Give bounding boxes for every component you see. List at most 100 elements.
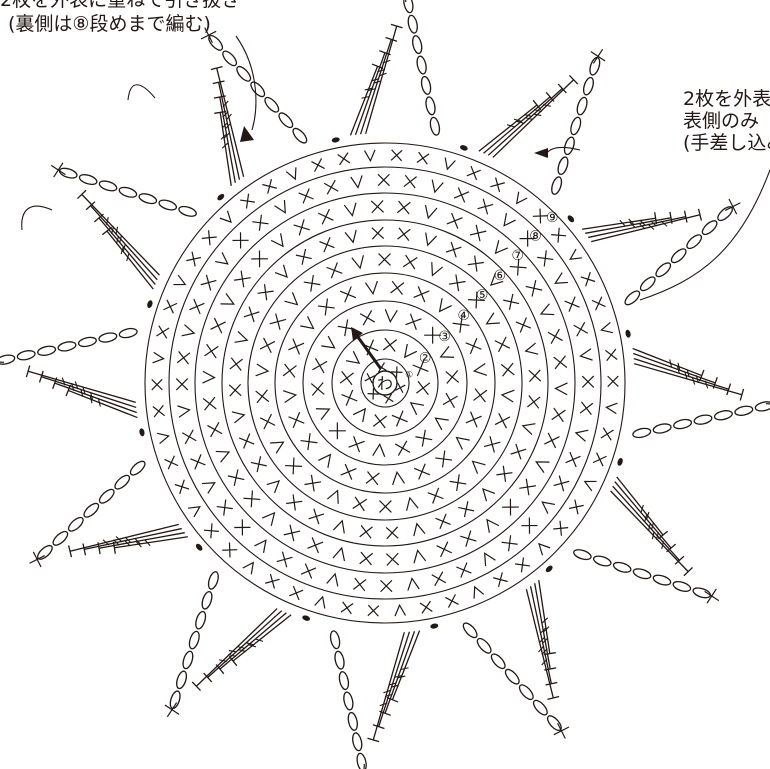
double-crochet-stitch bbox=[534, 583, 551, 670]
yarn-over-tick bbox=[647, 522, 651, 531]
double-crochet-stitch bbox=[585, 217, 672, 234]
assembly-leader-line bbox=[639, 169, 770, 301]
increase-mark bbox=[284, 292, 299, 306]
single-crochet-mark bbox=[228, 383, 242, 397]
stitch-top-bar bbox=[203, 672, 213, 683]
yarn-over-tick bbox=[640, 504, 644, 513]
stitch-top-bar bbox=[371, 63, 384, 70]
magic-ring bbox=[372, 370, 398, 396]
single-crochet-mark bbox=[521, 517, 538, 534]
single-crochet-mark bbox=[283, 524, 301, 542]
single-crochet-mark bbox=[250, 456, 267, 473]
single-crochet-mark bbox=[460, 530, 477, 547]
increase-mark bbox=[315, 408, 331, 420]
increase-mark bbox=[314, 595, 326, 609]
single-crochet-mark bbox=[493, 572, 508, 588]
double-crochet-stitch bbox=[538, 580, 551, 654]
increase-mark bbox=[261, 511, 276, 526]
yarn-over-tick bbox=[379, 702, 388, 707]
direction-arrow-curve bbox=[21, 205, 53, 231]
chain-stitch bbox=[518, 684, 534, 701]
single-crochet-mark bbox=[565, 451, 581, 468]
single-crochet-mark bbox=[765, 403, 770, 406]
yarn-over-tick bbox=[367, 88, 376, 92]
yarn-over-tick bbox=[383, 689, 392, 694]
yarn-over-tick bbox=[219, 659, 228, 662]
single-crochet-mark bbox=[371, 226, 385, 240]
single-crochet-mark bbox=[382, 337, 398, 352]
increase-mark bbox=[394, 603, 407, 617]
double-crochet-stitch bbox=[359, 39, 392, 135]
yarn-over-tick bbox=[373, 80, 382, 84]
stitch-top-bar bbox=[228, 655, 238, 667]
increase-mark bbox=[318, 453, 332, 468]
single-crochet-mark bbox=[403, 174, 417, 189]
chain-stitch bbox=[592, 555, 612, 567]
increase-mark bbox=[574, 429, 589, 442]
single-crochet-mark bbox=[532, 208, 548, 224]
increase-mark bbox=[473, 585, 485, 599]
single-crochet-mark bbox=[222, 542, 238, 558]
double-crochet-stitch bbox=[365, 25, 398, 134]
single-crochet-mark bbox=[326, 262, 343, 279]
single-crochet-mark bbox=[232, 232, 249, 249]
direction-arrow-curve bbox=[127, 84, 156, 101]
increase-mark bbox=[352, 407, 367, 423]
yarn-over-tick bbox=[619, 219, 626, 227]
single-crochet-mark bbox=[340, 601, 354, 615]
increase-mark bbox=[202, 370, 216, 384]
chain-stitch bbox=[207, 571, 219, 590]
single-crochet-mark bbox=[579, 401, 594, 415]
single-crochet-mark bbox=[500, 362, 515, 377]
single-crochet-mark bbox=[385, 552, 400, 566]
increase-mark bbox=[282, 390, 298, 404]
double-crochet-stitch bbox=[610, 490, 689, 573]
single-crochet-mark bbox=[186, 251, 202, 267]
cut-yarn-triangle-icon bbox=[240, 126, 254, 142]
chain-stitch bbox=[0, 354, 16, 365]
chain-stitch bbox=[490, 653, 506, 670]
stitch-top-bar bbox=[65, 384, 72, 397]
yarn-over-tick bbox=[361, 95, 370, 99]
increase-mark bbox=[220, 293, 235, 305]
yarn-over-tick bbox=[255, 638, 264, 642]
sun-point-1 bbox=[331, 0, 441, 143]
yarn-over-tick bbox=[506, 124, 515, 128]
single-crochet-mark bbox=[190, 454, 206, 470]
single-crochet-mark bbox=[288, 411, 305, 429]
yarn-over-tick bbox=[684, 371, 688, 380]
stitch-top-bar bbox=[210, 65, 223, 71]
yarn-over-tick bbox=[144, 539, 151, 547]
single-crochet-mark bbox=[605, 348, 618, 362]
single-crochet-mark bbox=[519, 230, 536, 247]
yarn-over-tick bbox=[119, 235, 123, 244]
increase-mark bbox=[485, 312, 500, 325]
chain-stitch bbox=[77, 336, 97, 348]
increase-mark bbox=[413, 522, 426, 537]
sun-point-6 bbox=[462, 565, 570, 739]
single-crochet-mark bbox=[435, 513, 451, 530]
stitch-top-bar bbox=[547, 695, 560, 701]
yarn-over-tick bbox=[97, 398, 101, 407]
single-crochet-mark bbox=[362, 763, 365, 769]
single-crochet-mark bbox=[547, 328, 563, 344]
single-crochet-mark bbox=[424, 326, 442, 344]
slip-stitch-dot bbox=[195, 543, 203, 551]
slip-stitch-dot bbox=[617, 457, 623, 466]
direction-arrow-curve bbox=[545, 146, 581, 155]
increase-mark bbox=[494, 240, 509, 255]
stitch-top-bar bbox=[85, 201, 96, 211]
increase-mark bbox=[554, 382, 568, 396]
single-crochet-mark bbox=[553, 722, 570, 739]
yarn-over-tick bbox=[533, 113, 542, 117]
single-crochet-mark bbox=[465, 337, 482, 355]
single-crochet-mark bbox=[203, 523, 219, 539]
ring-1 bbox=[360, 358, 410, 408]
single-crochet-mark bbox=[201, 230, 217, 246]
double-crochet-stitch bbox=[219, 96, 236, 183]
single-crochet-mark bbox=[378, 253, 391, 266]
single-crochet-mark bbox=[164, 455, 179, 470]
increase-mark bbox=[444, 157, 456, 171]
increase-mark bbox=[405, 496, 419, 511]
stitch-top-bar bbox=[212, 80, 225, 85]
